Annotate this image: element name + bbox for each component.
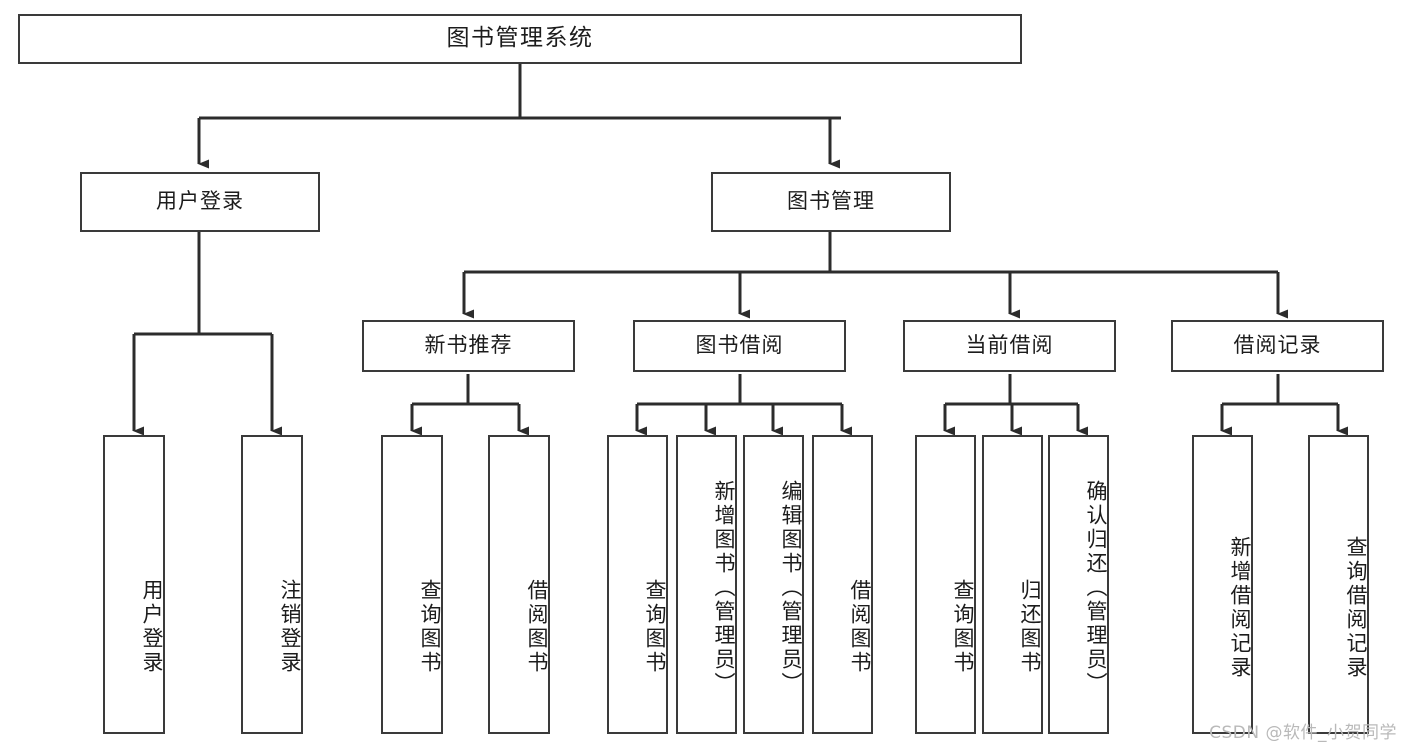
node-label: 借阅记录 [1233, 333, 1322, 358]
leaf-borrow-edit-book-admin[interactable]: 编辑图书（管理员） [743, 435, 804, 734]
node-book-borrow[interactable]: 图书借阅 [633, 320, 846, 372]
node-label: 查询借阅记录 [1344, 535, 1368, 680]
leaf-user-login-signout[interactable]: 注销登录 [241, 435, 303, 734]
node-label: 编辑图书（管理员） [779, 479, 803, 696]
node-label: 确认归还（管理员） [1084, 479, 1108, 696]
leaf-newbook-borrow-book[interactable]: 借阅图书 [488, 435, 550, 734]
node-label: 注销登录 [278, 578, 302, 675]
node-borrow-record[interactable]: 借阅记录 [1171, 320, 1384, 372]
node-label: 用户登录 [140, 578, 164, 675]
leaf-record-query-record[interactable]: 查询借阅记录 [1308, 435, 1369, 734]
node-label: 查询图书 [643, 578, 667, 675]
node-label: 借阅图书 [848, 578, 872, 675]
node-label: 当前借阅 [965, 333, 1054, 358]
node-label: 图书管理 [787, 189, 875, 214]
node-label: 新增借阅记录 [1228, 535, 1252, 680]
leaf-user-login-signin[interactable]: 用户登录 [103, 435, 165, 734]
leaf-borrow-query-book[interactable]: 查询图书 [607, 435, 668, 734]
node-label: 用户登录 [156, 189, 244, 214]
node-user-login[interactable]: 用户登录 [80, 172, 320, 232]
node-label: 归还图书 [1018, 578, 1042, 675]
node-label: 新增图书（管理员） [712, 479, 736, 696]
node-label: 借阅图书 [525, 578, 549, 675]
leaf-current-confirm-return-admin[interactable]: 确认归还（管理员） [1048, 435, 1109, 734]
node-new-book-recommend[interactable]: 新书推荐 [362, 320, 575, 372]
node-current-borrow[interactable]: 当前借阅 [903, 320, 1116, 372]
node-label: 查询图书 [418, 578, 442, 675]
leaf-current-query-book[interactable]: 查询图书 [915, 435, 976, 734]
node-label: 查询图书 [951, 578, 975, 675]
leaf-borrow-add-book-admin[interactable]: 新增图书（管理员） [676, 435, 737, 734]
leaf-current-return-book[interactable]: 归还图书 [982, 435, 1043, 734]
node-label: 图书借阅 [695, 333, 784, 358]
node-root-system[interactable]: 图书管理系统 [18, 14, 1022, 64]
leaf-borrow-borrow-book[interactable]: 借阅图书 [812, 435, 873, 734]
node-book-management[interactable]: 图书管理 [711, 172, 951, 232]
leaf-newbook-query-book[interactable]: 查询图书 [381, 435, 443, 734]
node-label: 图书管理系统 [446, 25, 594, 52]
leaf-record-add-record[interactable]: 新增借阅记录 [1192, 435, 1253, 734]
node-label: 新书推荐 [424, 333, 513, 358]
